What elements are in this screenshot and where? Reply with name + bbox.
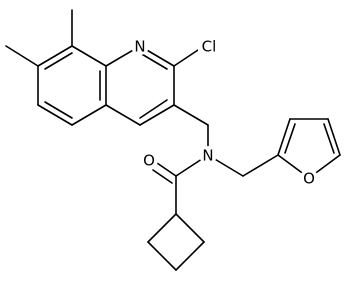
bond	[147, 241, 177, 271]
chlorine-label: Cl	[202, 38, 217, 56]
bond	[175, 213, 205, 243]
bond	[44, 101, 73, 119]
bond	[139, 52, 168, 70]
bond	[277, 118, 291, 156]
bond	[139, 104, 175, 126]
carbonyl-oxygen-label: O	[143, 152, 155, 170]
bond	[323, 123, 335, 154]
amide-nitrogen-label: N	[202, 147, 213, 165]
ring-nitrogen-label: N	[134, 38, 145, 56]
bond	[71, 45, 107, 67]
bond	[105, 104, 141, 126]
bond	[37, 104, 73, 126]
bond	[152, 169, 173, 184]
bond	[175, 241, 205, 271]
bond	[71, 104, 107, 126]
bond	[173, 104, 209, 126]
bond	[284, 123, 296, 154]
atom-labels: N Cl N O O	[131, 36, 318, 188]
bond	[173, 49, 199, 67]
bond	[44, 52, 73, 70]
bond	[5, 45, 39, 67]
bonds	[5, 9, 341, 271]
bond	[327, 118, 341, 156]
bond	[37, 45, 73, 67]
furan-oxygen-label: O	[303, 170, 315, 188]
bond	[242, 154, 279, 177]
bond	[156, 162, 177, 177]
bond	[139, 99, 168, 119]
bond	[147, 213, 177, 243]
